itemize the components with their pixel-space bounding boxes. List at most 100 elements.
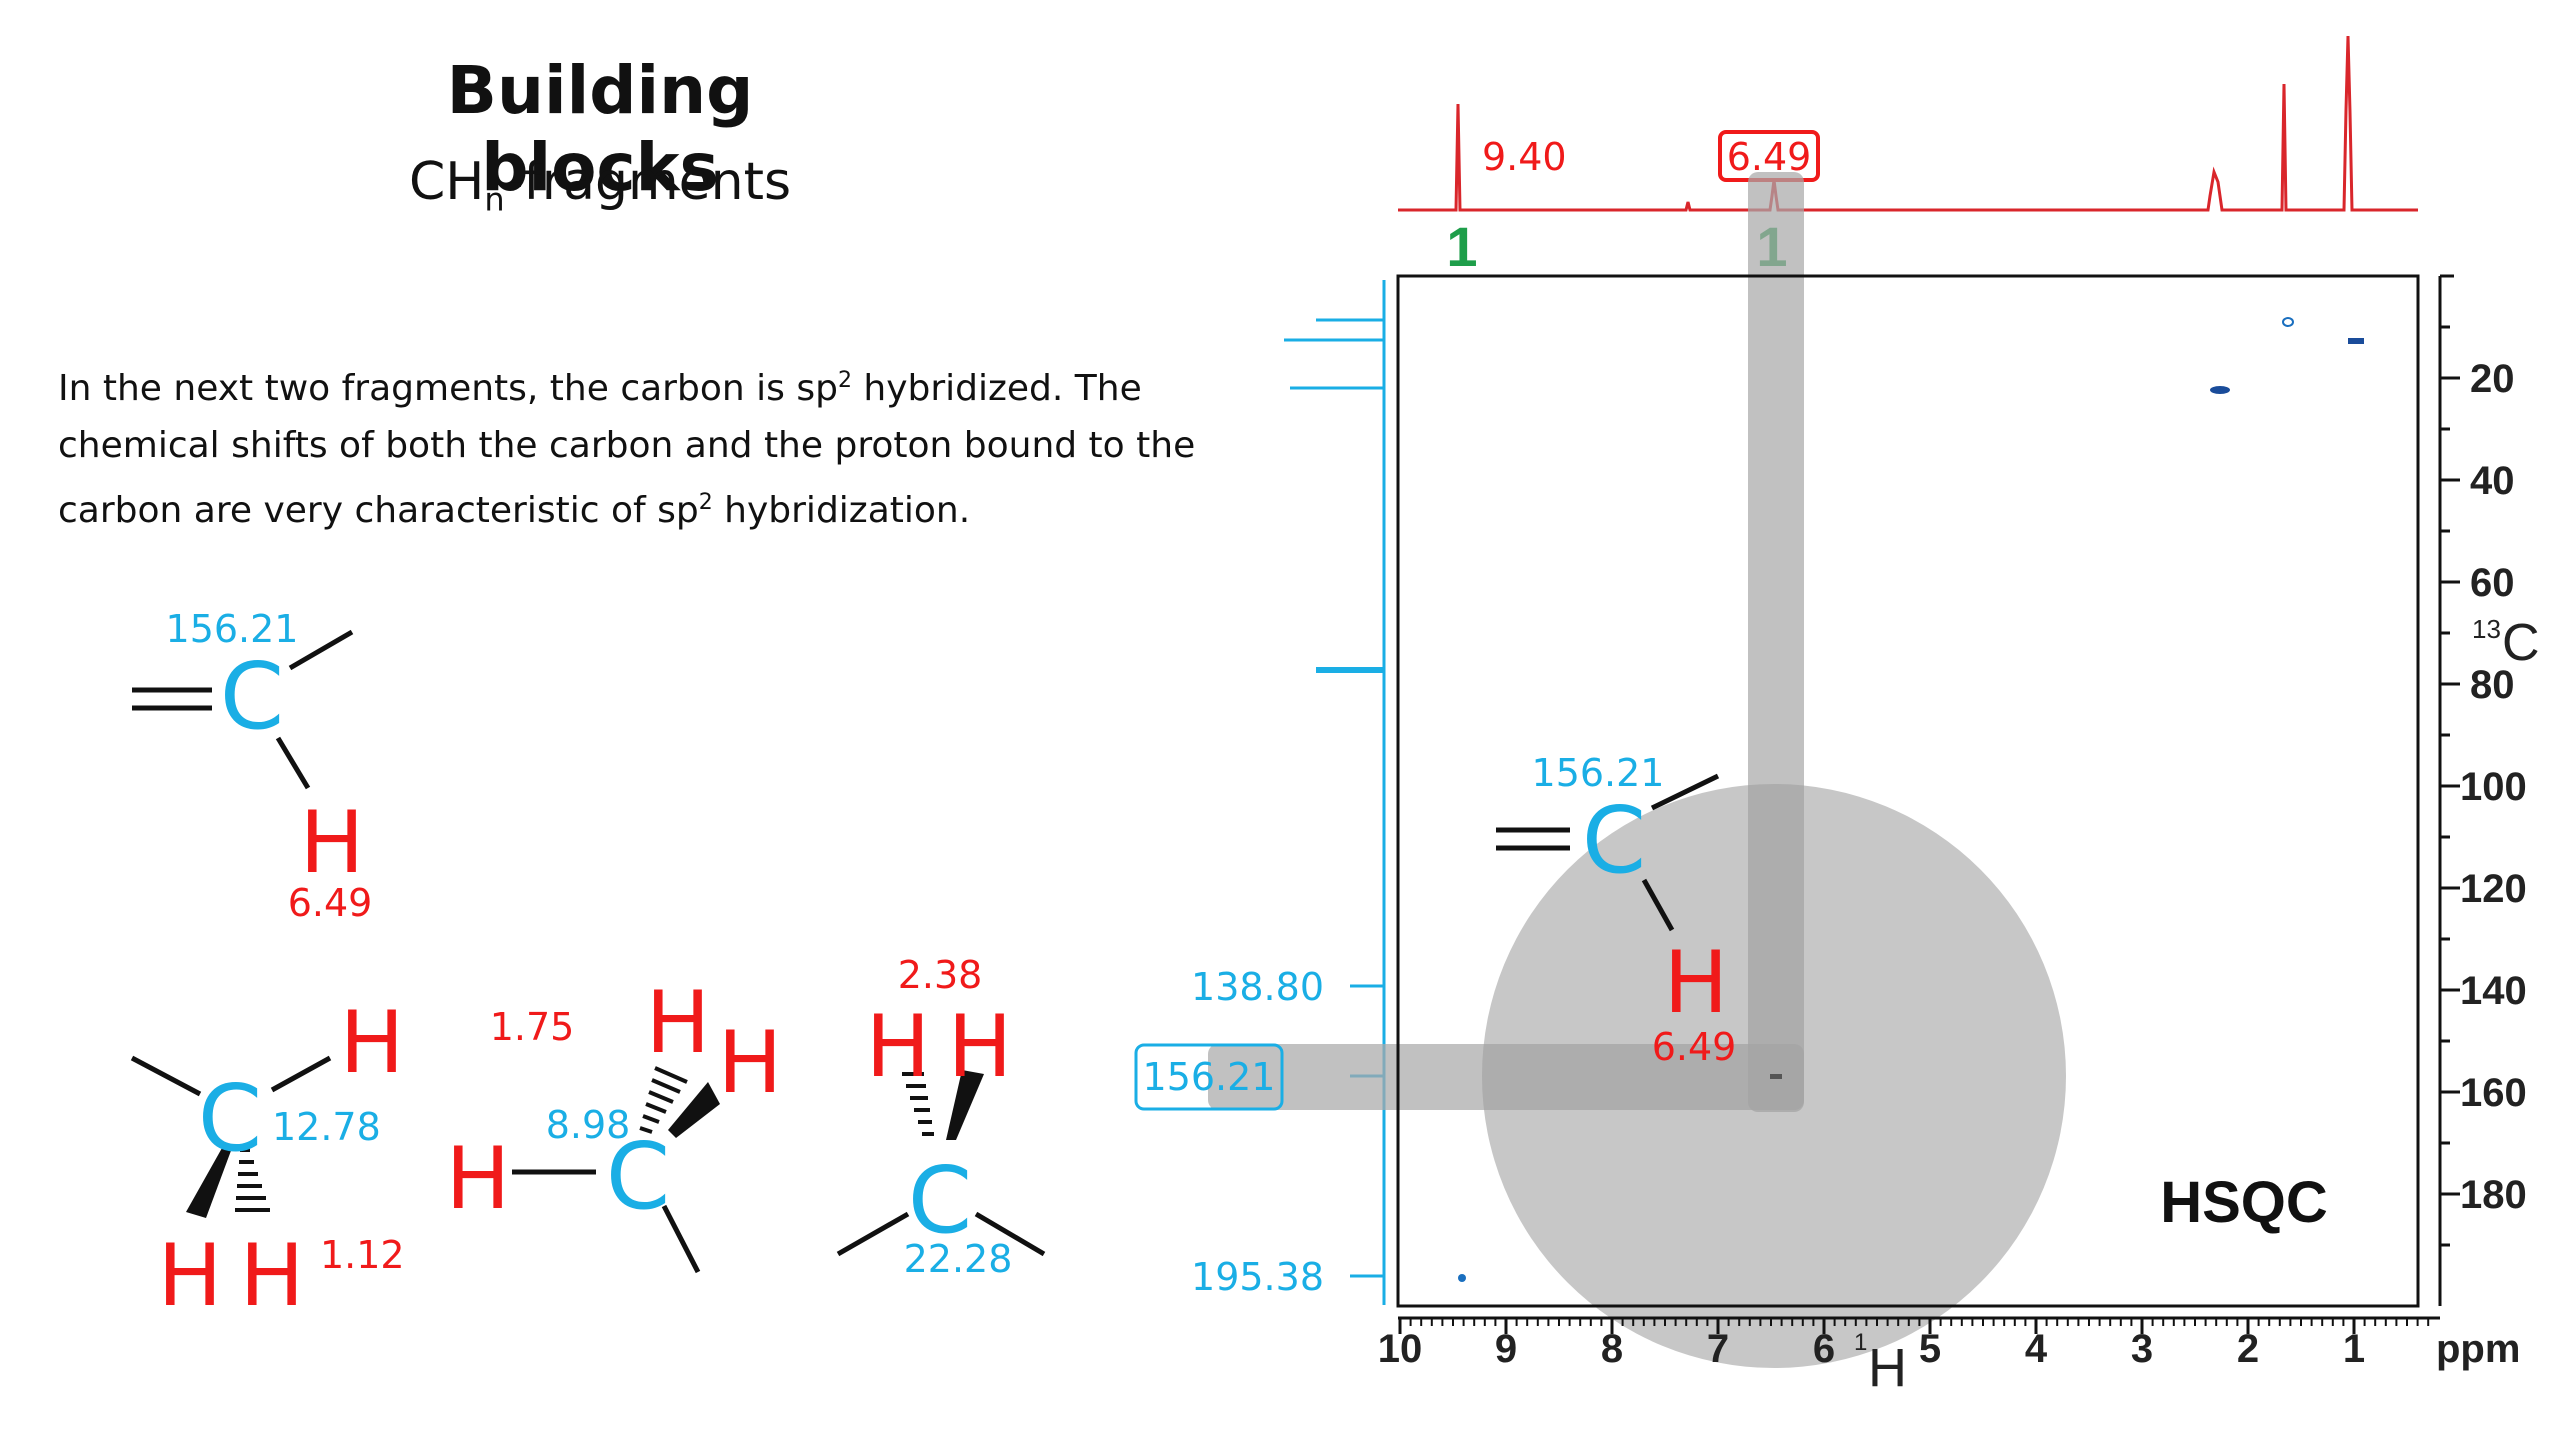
- sp2-carbon-shift: 156.21: [166, 607, 299, 651]
- bond-line: [288, 629, 354, 671]
- ch3-carbon-shift: 8.98: [546, 1103, 631, 1147]
- bond-line: [974, 1211, 1046, 1257]
- wedge-bond: [186, 1148, 232, 1218]
- overlay-fragment: 156.21 C H 6.49: [1496, 751, 1736, 1069]
- x-tick-label: 2: [2237, 1327, 2259, 1371]
- bond-line: [1641, 878, 1675, 932]
- ch3-hydrogen-right: H: [718, 1013, 783, 1113]
- y-tick-label: 140: [2460, 969, 2527, 1013]
- y-tick-label: 60: [2470, 561, 2515, 605]
- y-axis-ticks: [2440, 274, 2460, 1247]
- carbon-label-138.80: 138.80: [1191, 965, 1324, 1009]
- ch2-carbon-shift: 12.78: [272, 1105, 381, 1149]
- x-axis-major-ticks: [1398, 1318, 2356, 1334]
- sp2-hydrogen: H: [300, 793, 365, 893]
- x-tick-label: 5: [1919, 1327, 1941, 1371]
- paragraph-superscript-2: 2: [698, 490, 713, 515]
- ch2-hydrogen-bottom-left: H: [158, 1226, 223, 1326]
- hsqc-spectrum: 9.40 6.49 1 1 138.80 195.38 156.21: [1134, 35, 2540, 1398]
- carbon-label-195.38: 195.38: [1191, 1255, 1324, 1299]
- x-axis-minor-ticks: [1399, 1318, 2430, 1326]
- x-tick-label: 10: [1378, 1327, 1423, 1371]
- x-tick-label: 1: [2343, 1327, 2365, 1371]
- subtitle-main: CH: [408, 152, 485, 212]
- plot-frame: [1396, 274, 2420, 1308]
- cross-peak: [2210, 386, 2230, 394]
- ch2-carbon: C: [198, 1065, 262, 1172]
- y-tick-label: 40: [2470, 459, 2515, 503]
- carbon-label-156.21: 156.21: [1143, 1055, 1276, 1099]
- carbon-1d-peaks: [1284, 318, 1384, 1278]
- peak-label-9.40: 9.40: [1482, 135, 1567, 179]
- fragment-ch: C 22.28 H H 2.38: [836, 953, 1046, 1281]
- ch3-hydrogen-shift: 1.75: [490, 1005, 575, 1049]
- peak-label-6.49: 6.49: [1727, 135, 1812, 179]
- y-tick-label: 180: [2460, 1173, 2527, 1217]
- y-axis-label-sup: 13: [2472, 614, 2501, 644]
- x-tick-labels: 10 9 8 7 6 5 4 3 2 1: [1378, 1327, 2365, 1371]
- cross-peak: [1458, 1274, 1466, 1282]
- cross-peak: [1770, 1074, 1782, 1079]
- y-tick-labels: 20 40 60 80 100 120 140 160 180: [2460, 357, 2527, 1217]
- x-tick-label: 7: [1707, 1327, 1729, 1371]
- ch-hydrogen-left: H: [866, 997, 931, 1097]
- y-tick-label: 80: [2470, 663, 2515, 707]
- ch-carbon-shift: 22.28: [904, 1237, 1013, 1281]
- bond-line: [130, 1055, 202, 1097]
- bond-line: [661, 1204, 701, 1274]
- x-axis-unit: ppm: [2436, 1327, 2520, 1371]
- ch2-hydrogen-bottom-right: H: [240, 1226, 305, 1326]
- subtitle-rest: -fragments: [504, 152, 792, 212]
- y-tick-label: 100: [2460, 765, 2527, 809]
- ch2-hydrogen-shift: 1.12: [320, 1233, 405, 1277]
- sp2-carbon: C: [220, 643, 284, 750]
- y-axis-label: C: [2502, 614, 2540, 672]
- x-tick-label: 8: [1601, 1327, 1623, 1371]
- x-axis-label: H: [1868, 1338, 1907, 1398]
- x-tick-label: 3: [2131, 1327, 2153, 1371]
- integral-9.40: 1: [1446, 215, 1477, 278]
- ch-hydrogen-right: H: [948, 997, 1013, 1097]
- explanation-paragraph: In the next two fragments, the carbon is…: [58, 352, 1238, 539]
- wedge-bond: [946, 1070, 984, 1140]
- ch2-hydrogen-top: H: [340, 993, 405, 1093]
- paragraph-text-3: hybridization.: [712, 490, 971, 531]
- overlay-carbon-shift: 156.21: [1532, 751, 1665, 795]
- paragraph-text-2: hybridized. The chemical shifts of both …: [58, 368, 1196, 531]
- bond-line: [1650, 773, 1720, 811]
- cross-peak: [2348, 338, 2364, 344]
- cross-peak: [2282, 317, 2294, 327]
- slide-subtitle: CHn-fragments: [330, 152, 870, 218]
- y-tick-label: 20: [2470, 357, 2515, 401]
- fragment-ch2: C 12.78 H H H 1.12: [130, 993, 405, 1326]
- x-tick-label: 6: [1813, 1327, 1835, 1371]
- ch3-hydrogen-left: H: [446, 1129, 511, 1229]
- bond-line: [270, 1055, 332, 1093]
- carbon-label-box: [1134, 1043, 1284, 1111]
- hsqc-label: HSQC: [2160, 1170, 2328, 1235]
- y-tick-label: 120: [2460, 867, 2527, 911]
- overlay-hydrogen-shift: 6.49: [1652, 1025, 1737, 1069]
- ch-carbon: C: [908, 1147, 972, 1254]
- paragraph-text-1: In the next two fragments, the carbon is…: [58, 368, 838, 409]
- sp2-hydrogen-shift: 6.49: [288, 881, 373, 925]
- bond-line: [836, 1211, 910, 1257]
- y-tick-label: 160: [2460, 1071, 2527, 1115]
- wedge-bond: [668, 1082, 720, 1138]
- subtitle-subscript: n: [484, 180, 505, 219]
- x-axis-label-sup: 1: [1854, 1329, 1867, 1356]
- ch3-carbon: C: [606, 1123, 670, 1230]
- x-tick-label: 9: [1495, 1327, 1517, 1371]
- ch-hydrogen-shift: 2.38: [898, 953, 983, 997]
- ch3-hydrogen-top: H: [646, 973, 711, 1073]
- fragment-ch3: C 8.98 H H H 1.75: [446, 973, 783, 1274]
- hash-bond: [235, 1148, 270, 1212]
- fragment-sp2: 156.21 C H 6.49: [132, 607, 372, 925]
- overlay-hydrogen: H: [1664, 933, 1729, 1033]
- x-tick-label: 4: [2025, 1327, 2048, 1371]
- bond-line: [275, 736, 311, 790]
- hash-bond: [902, 1072, 934, 1136]
- paragraph-superscript-1: 2: [837, 368, 852, 393]
- overlay-carbon: C: [1582, 787, 1646, 894]
